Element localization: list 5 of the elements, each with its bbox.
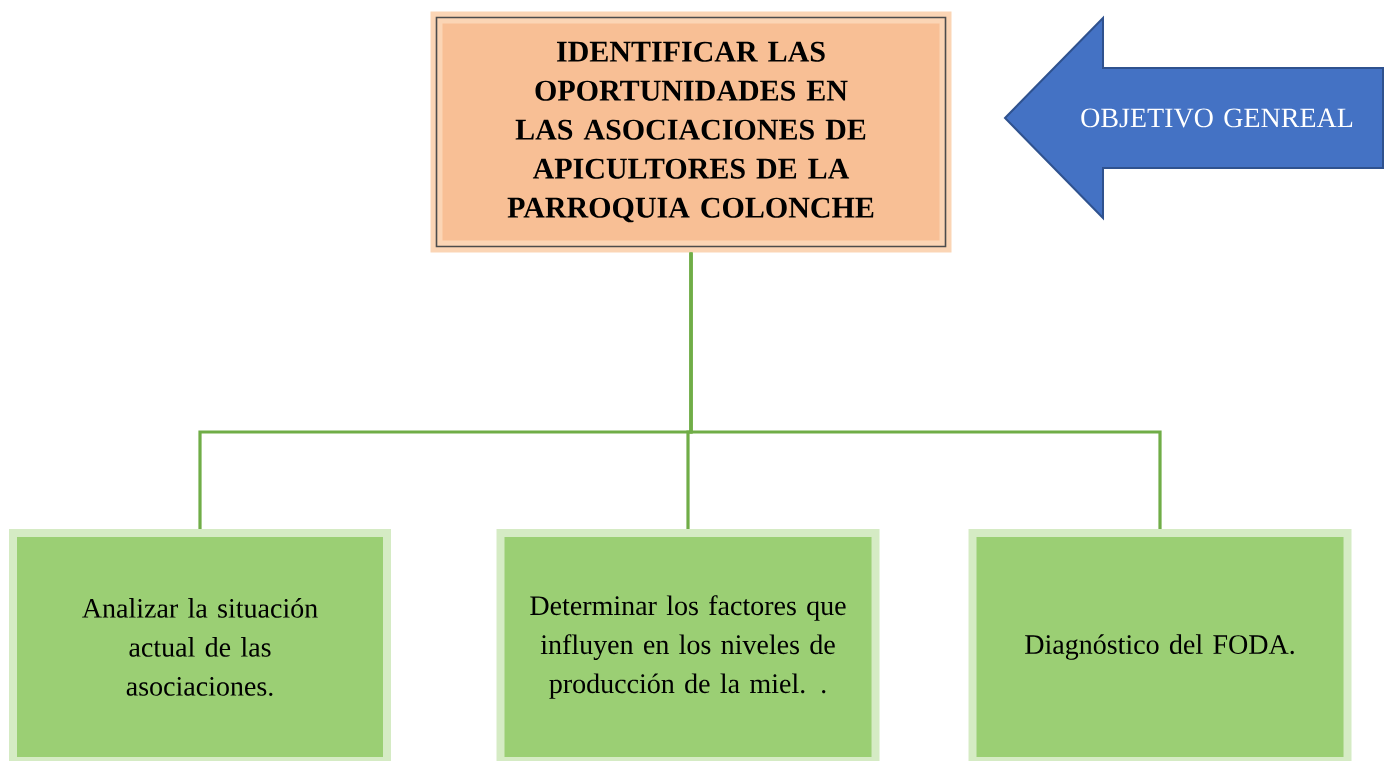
title-box: IDENTIFICAR LAS OPORTUNIDADES EN LAS ASOCIACIONES DE APICULTORES DE LA PARROQUIA COLONCHE — [430, 11, 952, 253]
task-box: Determinar los factores que influyen en los niveles de producción de la miel. . — [496, 529, 880, 761]
task-box: Diagnóstico del FODA. — [968, 529, 1352, 761]
connector-line — [689, 252, 1162, 529]
task-box: Analizar la situación actual de las asociaciones. — [9, 529, 391, 761]
